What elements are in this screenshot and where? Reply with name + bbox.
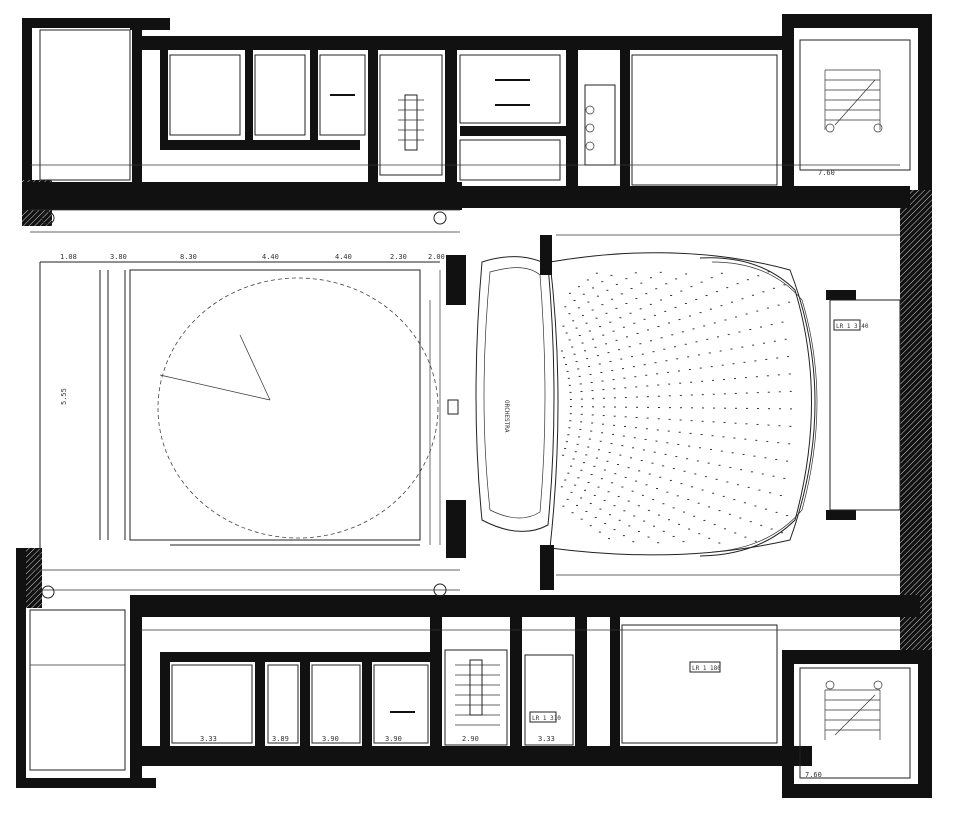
- svg-text:3.90: 3.90: [322, 735, 339, 743]
- svg-text:8.30: 8.30: [180, 253, 197, 261]
- svg-text:4.40: 4.40: [262, 253, 279, 261]
- svg-text:2.30: 2.30: [390, 253, 407, 261]
- stage-top-dimensions: 1.08 3.80 8.30 4.40 4.40 2.30 2.00: [60, 253, 445, 261]
- orchestra-label: ORCHESTRA: [503, 400, 510, 433]
- staircase-bottom-right: 7.60 7.60: [799, 169, 911, 779]
- room-label-c: LR 1 3 40: [836, 323, 869, 330]
- stair-dimension-bottom: 7.60: [805, 771, 822, 779]
- svg-text:1.08: 1.08: [60, 253, 77, 261]
- stair-dimension-top: 7.60: [818, 169, 835, 177]
- room-label-b: LR 1 180: [692, 665, 721, 672]
- svg-text:3.33: 3.33: [538, 735, 555, 743]
- top-rooms: [30, 28, 900, 200]
- stage-side-dimension: 5.55: [60, 388, 68, 405]
- svg-text:4.40: 4.40: [335, 253, 352, 261]
- stage: 1.08 3.80 8.30 4.40 4.40 2.30 2.00 5.55: [30, 209, 466, 591]
- bottom-room-dimensions: 3.33 3.89 3.90 3.90 2.90 3.33: [200, 735, 555, 743]
- bottom-rooms: LR 1 310 LR 1 180 3.33 3.89 3.90 3.90 2.…: [29, 609, 900, 771]
- orchestra-pit: ORCHESTRA: [475, 256, 555, 532]
- auditorium: LR 1 3 40: [540, 234, 901, 590]
- svg-text:3.89: 3.89: [272, 735, 289, 743]
- svg-text:2.90: 2.90: [462, 735, 479, 743]
- outer-walls: [16, 14, 932, 798]
- seating-rows: [560, 271, 792, 544]
- svg-text:3.80: 3.80: [110, 253, 127, 261]
- staircase-top-right: [799, 39, 911, 171]
- columns: [41, 211, 447, 599]
- svg-text:2.00: 2.00: [428, 253, 445, 261]
- room-label-a: LR 1 310: [532, 715, 561, 722]
- svg-text:3.33: 3.33: [200, 735, 217, 743]
- svg-text:3.90: 3.90: [385, 735, 402, 743]
